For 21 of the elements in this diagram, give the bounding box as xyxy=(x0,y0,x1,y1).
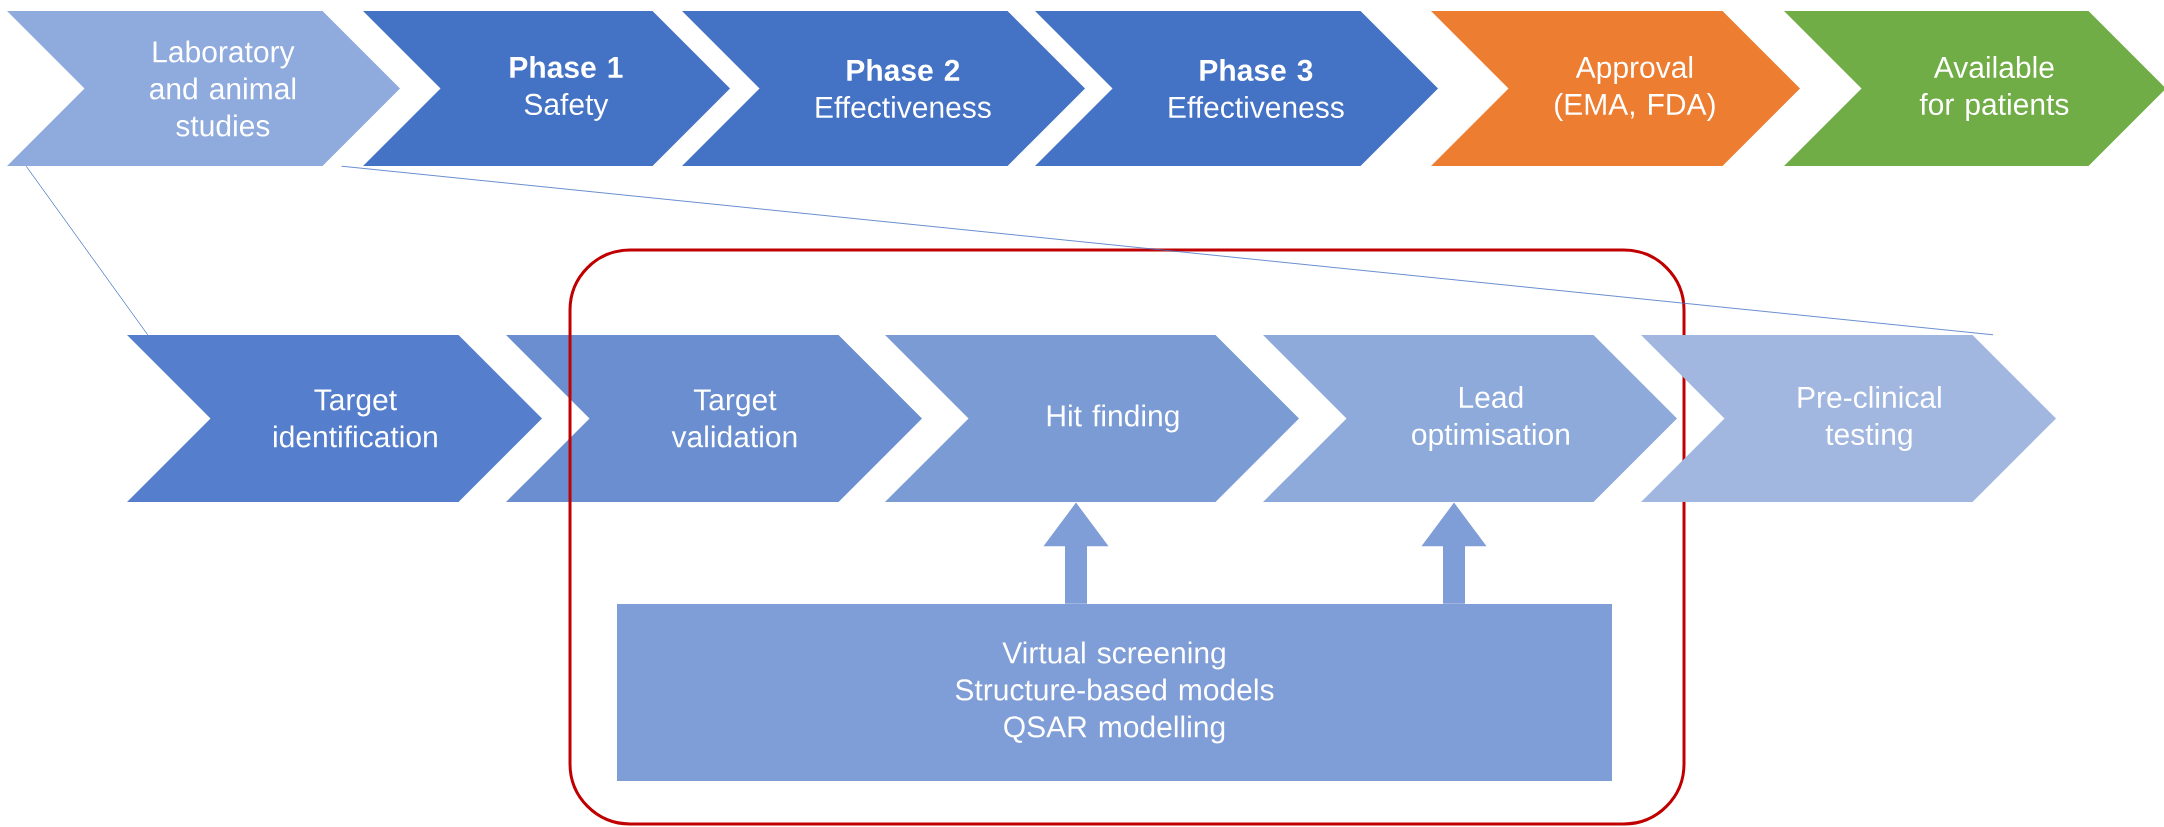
chevron-step: Lead optimisation xyxy=(1263,335,1677,502)
chevron-step: Hit finding xyxy=(885,335,1299,502)
node-label: Safety xyxy=(524,93,609,121)
node-label: Effectiveness xyxy=(1169,95,1344,119)
chevron-step: Phase 2 Effectiveness xyxy=(682,11,1085,166)
leader-line xyxy=(25,165,149,336)
highlight-frame xyxy=(568,248,1686,826)
node-label: Phase 3 xyxy=(1200,58,1313,82)
chevron-step: Target identification xyxy=(127,335,542,502)
node-label: Phase 1 xyxy=(510,56,623,79)
chevron-step: Phase 3 Effectiveness xyxy=(1035,11,1438,166)
leader-line xyxy=(341,165,1994,336)
chevron-step: Laboratory and animal studies xyxy=(7,11,400,166)
method-box: Virtual screening Structure-based models QSAR modelling xyxy=(617,604,1612,781)
chevron-step: Available for patients xyxy=(1784,11,2164,166)
chevron-step: Phase 1 Safety xyxy=(363,11,730,166)
node-label: Effectiveness xyxy=(816,95,991,119)
chevron-step: Approval (EMA, FDA) xyxy=(1431,11,1800,166)
node-label: Phase 2 xyxy=(847,58,960,82)
chevron-step: Target validation xyxy=(506,335,922,502)
chevron-step: Pre-clinical testing xyxy=(1641,335,2056,502)
